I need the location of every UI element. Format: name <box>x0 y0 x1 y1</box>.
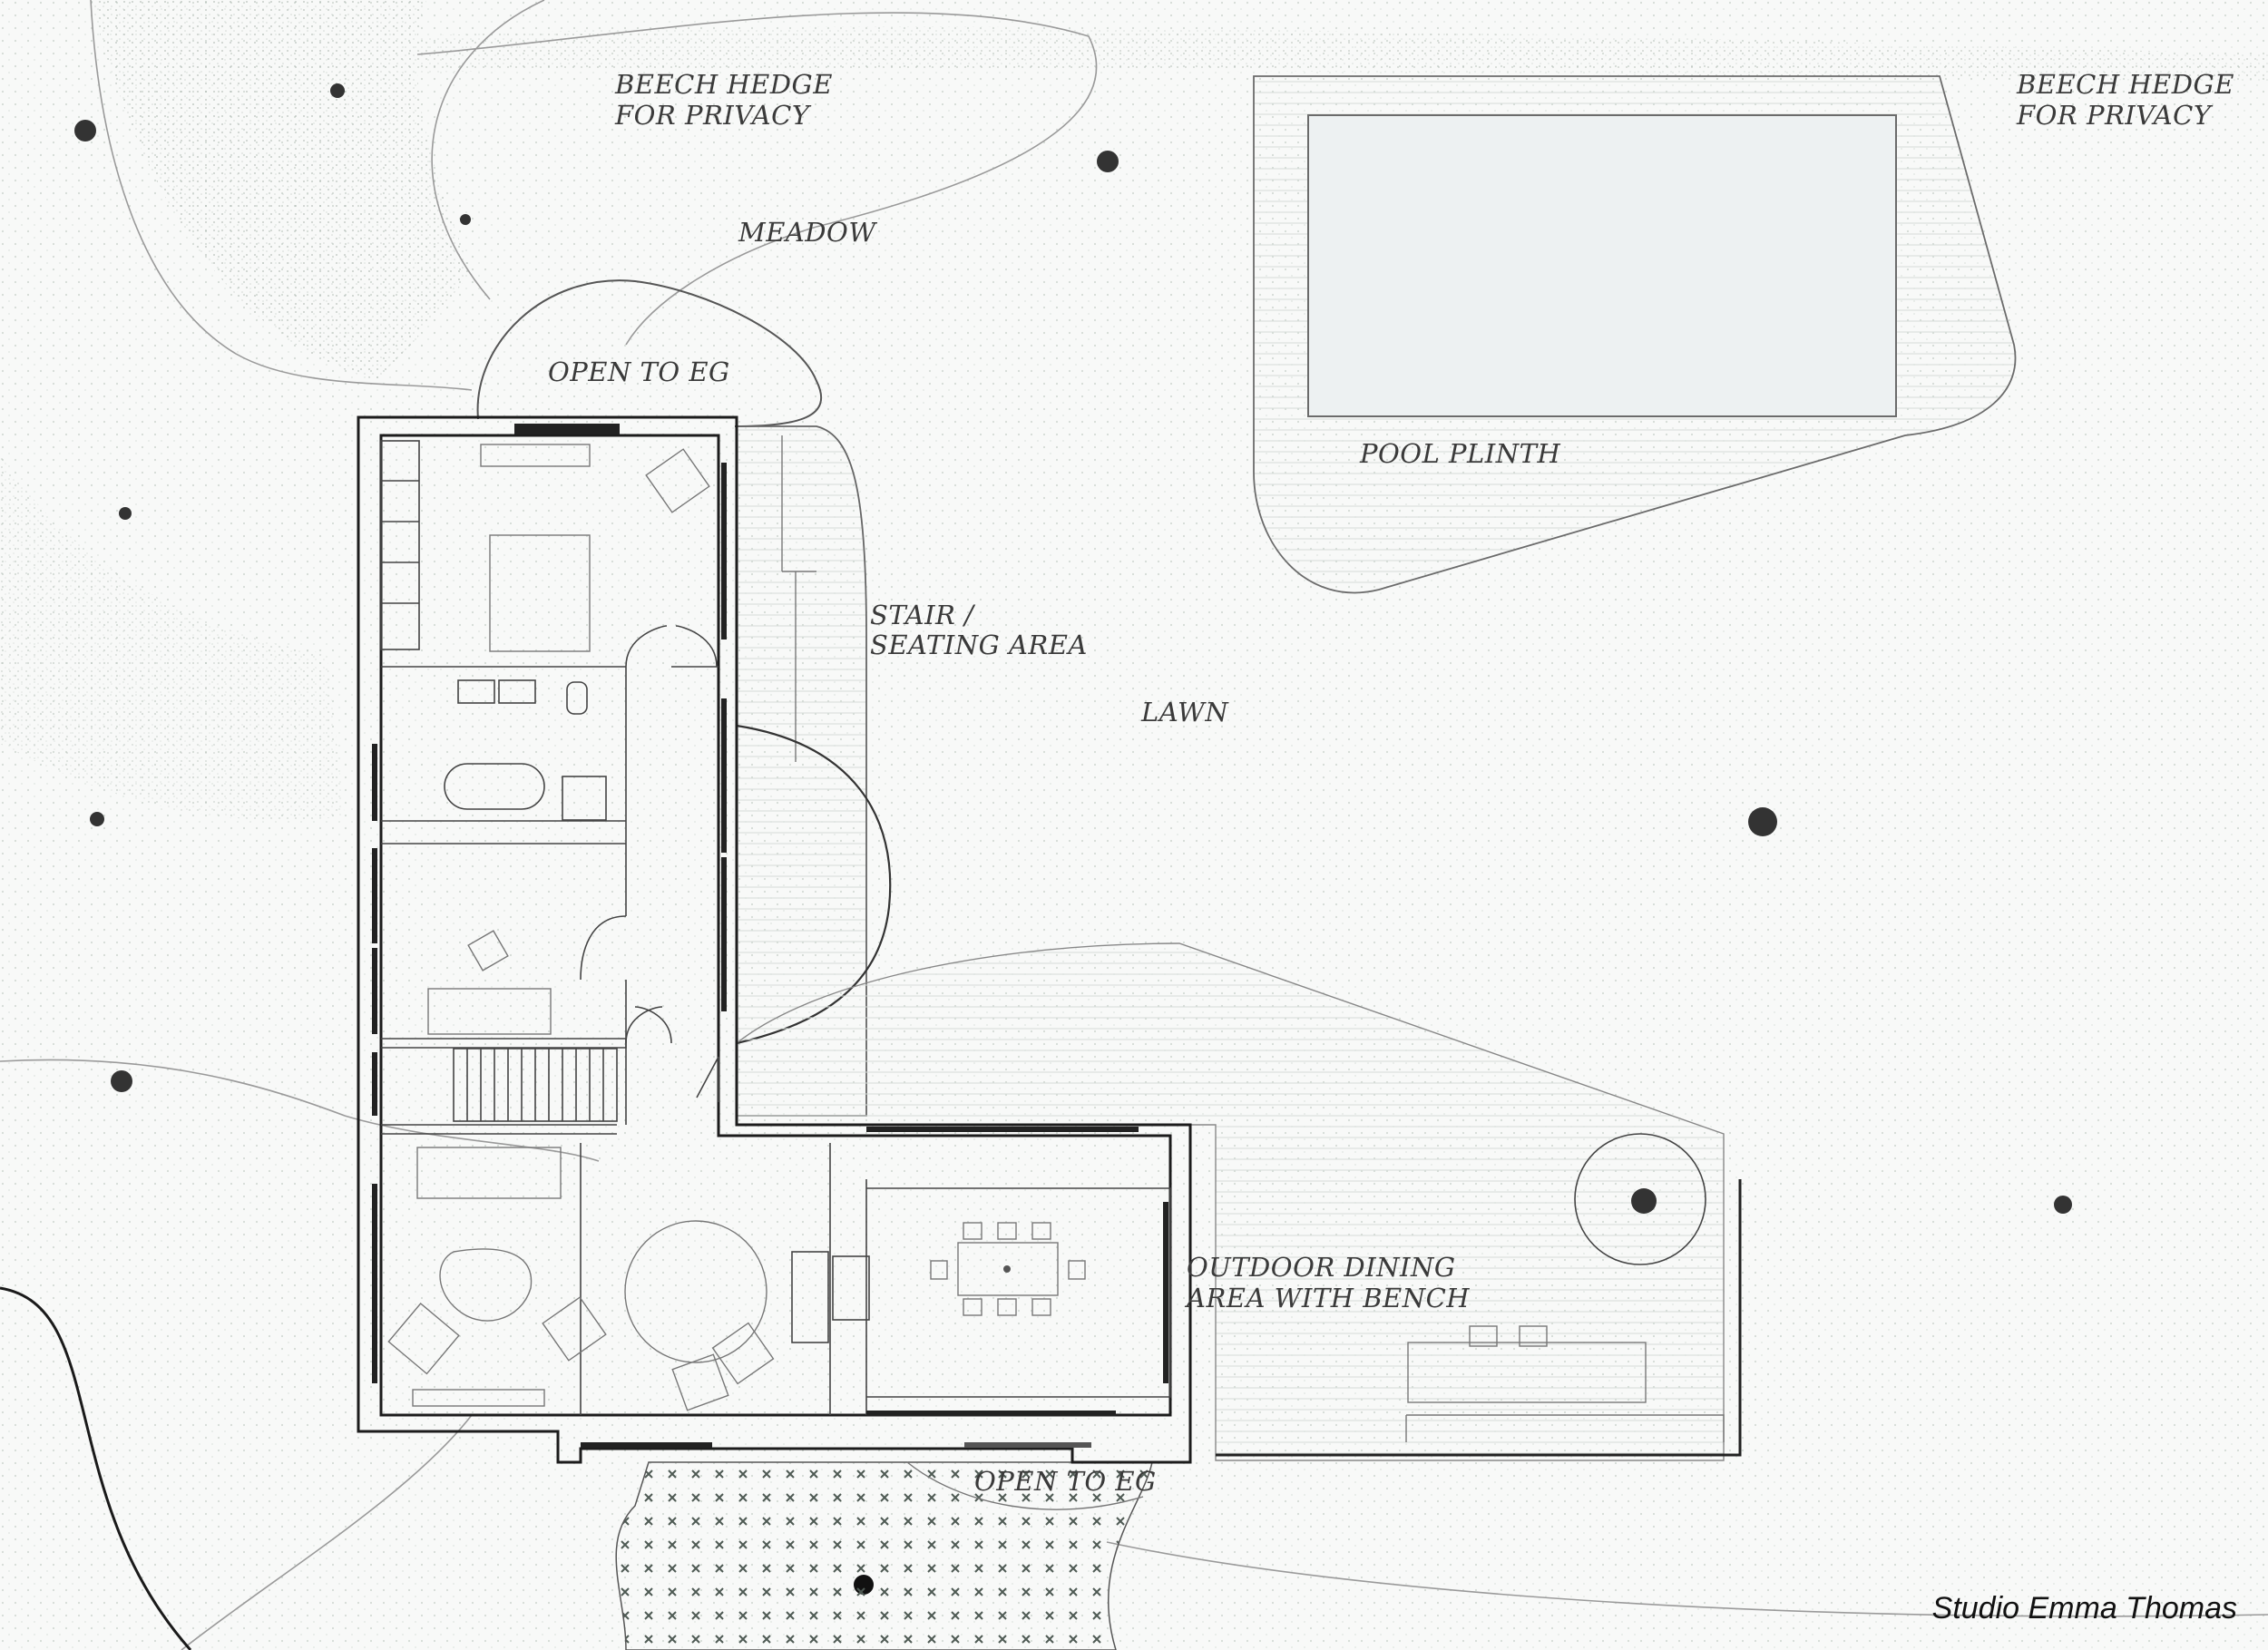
tree-marker <box>330 83 345 98</box>
house-inner-wall <box>379 434 1172 1417</box>
terrace-area <box>736 942 1725 1461</box>
tree-marker <box>2054 1196 2072 1214</box>
sofa <box>416 1147 562 1199</box>
label-open-top: OPEN TO EG <box>548 356 730 387</box>
label-lawn: LAWN <box>1140 697 1229 727</box>
label-dining: OUTDOOR DINING <box>1187 1252 1456 1283</box>
swimming-pool <box>1307 114 1897 417</box>
hedge-stipple-left <box>91 0 472 381</box>
terrace-stool <box>1469 1325 1498 1347</box>
bedroom-door <box>625 625 718 668</box>
window-dining-top <box>866 1127 1139 1132</box>
kitchen-counter <box>832 1255 870 1321</box>
wardrobe <box>380 440 420 650</box>
toilet <box>566 681 588 715</box>
label-stair: SEATING AREA <box>870 630 1088 660</box>
sliding-door <box>581 1442 712 1448</box>
desk <box>427 988 552 1035</box>
label-hedge-right: FOR PRIVACY <box>2016 100 2214 131</box>
tree-marker <box>90 812 104 826</box>
window-dining-east <box>1163 1202 1168 1383</box>
window-kitchen <box>964 1442 1091 1448</box>
contour-line <box>431 0 545 300</box>
terrace-boundary <box>1216 1179 1742 1457</box>
hedge-stipple-top <box>417 26 2268 82</box>
kitchen-bench <box>866 1411 1116 1416</box>
label-stair: STAIR / <box>870 600 976 630</box>
terrace-bench <box>1407 1342 1647 1403</box>
dining-chairs <box>930 1222 1086 1316</box>
tree-canopy <box>1574 1133 1706 1265</box>
wardrobe-shelves <box>381 480 419 604</box>
window-west <box>372 744 377 821</box>
round-rug <box>624 1220 767 1363</box>
entry-door <box>625 1006 672 1044</box>
contour-line <box>416 12 1098 346</box>
contour-line <box>181 1414 473 1650</box>
label-hedge-left: BEECH HEDGE <box>614 69 833 100</box>
window-east <box>721 698 727 853</box>
lounge-chair <box>671 1353 729 1411</box>
contour-line <box>90 0 473 391</box>
wall-partition <box>580 1143 867 1415</box>
headboard <box>480 444 591 467</box>
shower <box>562 776 607 821</box>
tree-marker <box>111 1070 132 1092</box>
coffee-table <box>439 1248 533 1322</box>
terrace-stool <box>1519 1325 1548 1347</box>
window-east <box>721 857 727 1011</box>
side-door <box>696 1056 719 1102</box>
kitchen-counter <box>791 1251 829 1343</box>
window-west <box>372 948 377 1034</box>
contour-line <box>1106 1541 2268 1617</box>
wall-partition <box>866 1187 1171 1398</box>
tv-unit <box>412 1389 545 1407</box>
hedge-stipple-west <box>0 454 345 820</box>
window-top <box>514 424 620 434</box>
window-west <box>372 1184 377 1383</box>
tree-marker <box>1097 151 1119 172</box>
bathtub <box>444 763 545 810</box>
tree-marker <box>460 214 471 225</box>
dining-table <box>957 1242 1059 1296</box>
entrance-curve <box>906 1461 1144 1510</box>
study-door <box>580 915 627 981</box>
vanity-sink <box>457 679 495 704</box>
armchair <box>645 448 710 513</box>
label-open-bottom: OPEN TO EG <box>974 1466 1157 1497</box>
terrace-steps <box>1405 1414 1725 1442</box>
window-west <box>372 848 377 943</box>
tree-marker <box>74 120 96 142</box>
studio-credit: Studio Emma Thomas <box>1932 1591 2237 1626</box>
wall-partition <box>381 820 626 845</box>
living-armchair <box>387 1302 460 1375</box>
stair-seating-area <box>736 425 867 1117</box>
window-east <box>721 463 727 639</box>
window-west <box>372 1052 377 1116</box>
desk-chair <box>467 930 509 971</box>
living-armchair <box>542 1296 607 1362</box>
wall-partition <box>381 1124 617 1135</box>
tree-marker <box>119 507 132 520</box>
tree-marker <box>1748 807 1777 836</box>
stair-treads <box>466 1049 604 1121</box>
open-to-eg-top-area <box>476 279 823 427</box>
table-centre <box>1003 1265 1011 1273</box>
label-dining: AREA WITH BENCH <box>1184 1283 1470 1313</box>
tree-marker <box>1631 1188 1657 1214</box>
label-hedge-right: BEECH HEDGE <box>2016 69 2234 100</box>
label-pool: POOL PLINTH <box>1359 438 1560 469</box>
house-outer-wall <box>357 415 1192 1464</box>
boundary-arc <box>0 1286 192 1650</box>
lounge-chair <box>711 1322 775 1385</box>
label-hedge-left: FOR PRIVACY <box>614 100 812 131</box>
house <box>357 415 1192 1464</box>
double-bed <box>489 534 591 652</box>
vanity-sink <box>498 679 536 704</box>
stair-steps <box>781 435 816 762</box>
label-meadow: MEADOW <box>738 217 877 248</box>
